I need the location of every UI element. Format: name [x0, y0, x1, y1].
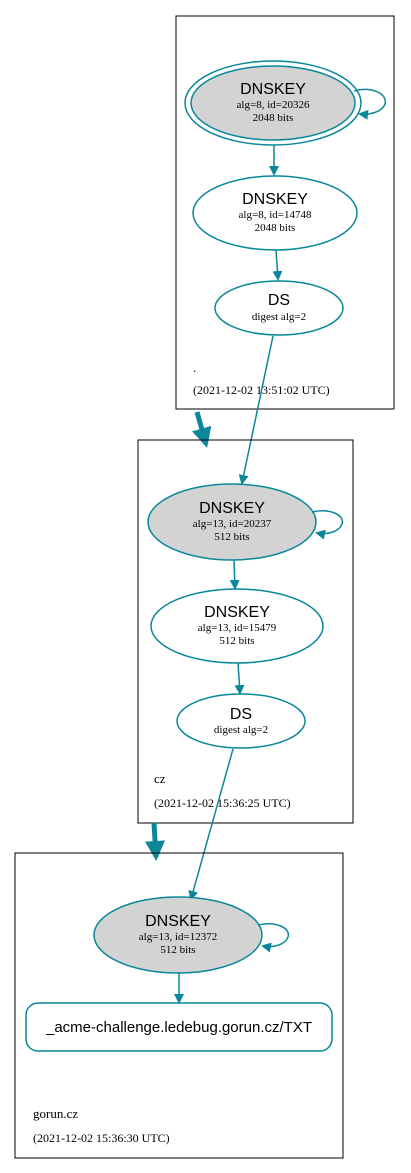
- cz-ds-line1: digest alg=2: [214, 724, 268, 736]
- root-zsk-line2: 2048 bits: [255, 222, 296, 234]
- delegation-root-to-cz: [192, 411, 212, 448]
- root-ds-node[interactable]: DS digest alg=2: [214, 280, 344, 336]
- gorun-txt-record-label: _acme-challenge.ledebug.gorun.cz/TXT: [45, 1019, 312, 1036]
- cz-ds-node[interactable]: DS digest alg=2: [176, 693, 306, 749]
- cz-ksk-line1: alg=13, id=20237: [193, 518, 272, 530]
- zone-root-name: .: [193, 360, 196, 375]
- cz-ds-title: DS: [230, 706, 252, 723]
- cz-zsk-line1: alg=13, id=15479: [198, 622, 277, 634]
- root-zsk-node[interactable]: DNSKEY alg=8, id=14748 2048 bits: [192, 175, 358, 251]
- root-zsk-title: DNSKEY: [242, 191, 308, 208]
- cz-zsk-node[interactable]: DNSKEY alg=13, id=15479 512 bits: [150, 588, 324, 664]
- zone-gorun-name: gorun.cz: [33, 1106, 78, 1121]
- zone-cz-box: [137, 439, 354, 824]
- gorun-ksk-self-loop: [257, 923, 290, 953]
- root-ksk-self-loop: [353, 88, 387, 120]
- cz-ksk-title: DNSKEY: [199, 500, 265, 517]
- gorun-ksk-node[interactable]: DNSKEY alg=13, id=12372 512 bits: [93, 896, 263, 974]
- cz-zsk-to-ds-edge: [234, 662, 245, 695]
- zone-cz-timestamp: (2021-12-02 15:36:25 UTC): [154, 796, 291, 810]
- delegation-cz-to-gorun: [145, 822, 166, 861]
- zone-gorun-box: [14, 852, 344, 1159]
- root-ksk-title: DNSKEY: [240, 81, 306, 98]
- cz-ksk-node[interactable]: DNSKEY alg=13, id=20237 512 bits: [147, 483, 317, 561]
- root-ds-to-cz-ksk-edge: [238, 335, 274, 485]
- root-ds-title: DS: [268, 292, 290, 309]
- cz-ksk-to-zsk-edge: [229, 559, 240, 590]
- zone-gorun: DNSKEY alg=13, id=12372 512 bits _acme-c…: [14, 852, 344, 1159]
- zone-cz: DNSKEY alg=13, id=20237 512 bits DNSKEY …: [137, 439, 354, 824]
- cz-zsk-title: DNSKEY: [204, 604, 270, 621]
- cz-ksk-line2: 512 bits: [214, 531, 249, 543]
- cz-ds-to-gorun-ksk-edge: [188, 748, 234, 901]
- root-ksk-line1: alg=8, id=20326: [237, 99, 310, 111]
- root-zsk-to-ds-edge: [272, 249, 283, 281]
- gorun-ksk-line1: alg=13, id=12372: [139, 931, 217, 943]
- zone-root-box: [175, 15, 395, 410]
- root-ksk-node[interactable]: DNSKEY alg=8, id=20326 2048 bits: [184, 60, 362, 146]
- root-ksk-line2: 2048 bits: [253, 112, 294, 124]
- cz-ksk-self-loop: [311, 510, 344, 540]
- gorun-txt-record-node[interactable]: _acme-challenge.ledebug.gorun.cz/TXT: [25, 1002, 333, 1052]
- zone-cz-name: cz: [154, 771, 166, 786]
- zone-gorun-timestamp: (2021-12-02 15:36:30 UTC): [33, 1131, 170, 1145]
- cz-zsk-line2: 512 bits: [219, 635, 254, 647]
- gorun-ksk-title: DNSKEY: [145, 913, 211, 930]
- gorun-ksk-line2: 512 bits: [160, 944, 195, 956]
- root-zsk-line1: alg=8, id=14748: [239, 209, 312, 221]
- root-ds-line1: digest alg=2: [252, 311, 306, 323]
- zone-root: DNSKEY alg=8, id=20326 2048 bits DNSKEY …: [175, 15, 395, 410]
